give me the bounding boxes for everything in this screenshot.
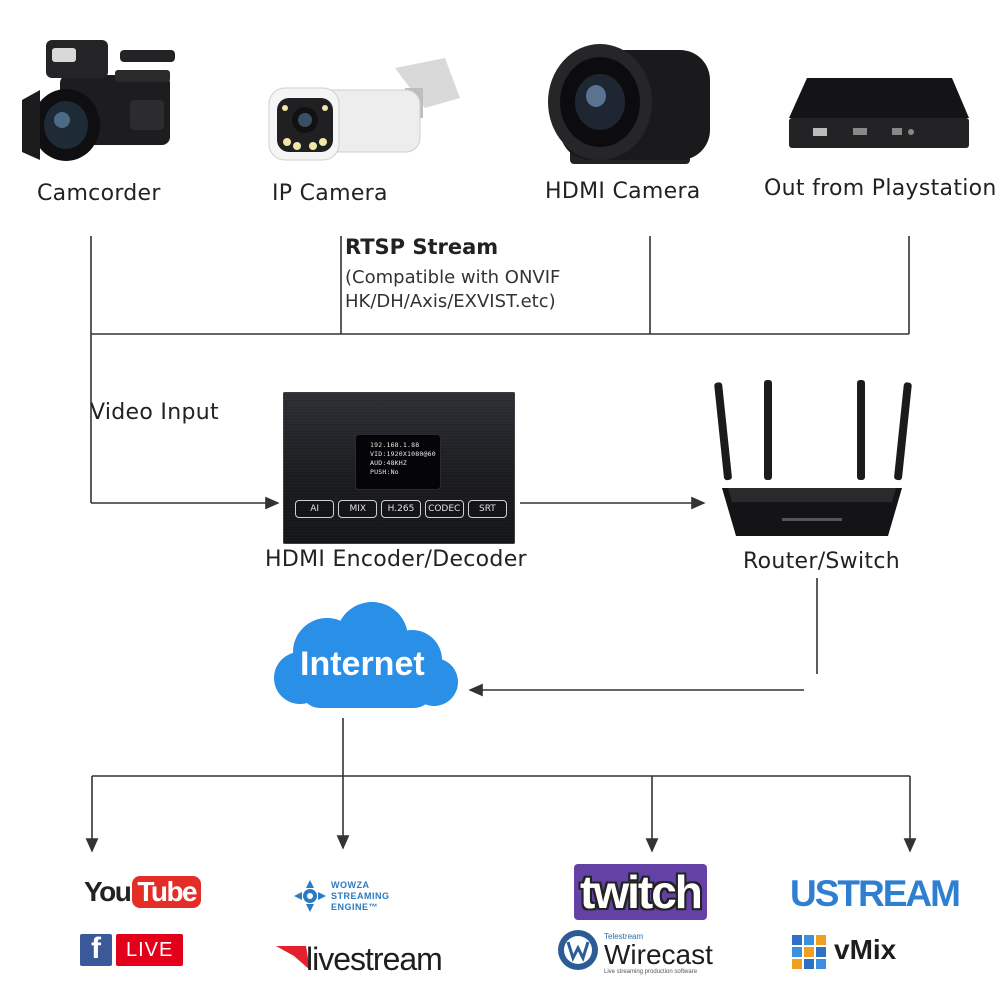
vmix-logo: vMix (834, 934, 897, 965)
wirecast-icon (558, 930, 598, 970)
youtube-tube-text: Tube (132, 876, 202, 908)
encoder-label: HDMI Encoder/Decoder (265, 547, 527, 572)
ip-camera-icon (268, 58, 460, 161)
wowza-line1: WOWZA (331, 880, 370, 890)
wowza-icon (294, 880, 326, 912)
rtsp-compatibility-line1: (Compatible with ONVIF (345, 267, 561, 288)
encoder-h265-button: H.265 (381, 500, 421, 518)
twitch-text: twitch (580, 866, 703, 918)
internet-label: Internet (300, 645, 425, 683)
hdmi-camera-icon (548, 44, 710, 164)
playstation-label: Out from Playstation (764, 176, 997, 201)
wirecast-brand: Telestream (604, 932, 644, 941)
wowza-line2: STREAMING (331, 891, 390, 901)
router-label: Router/Switch (743, 549, 900, 574)
encoder-codec-button: CODEC (424, 500, 464, 518)
router-icon (714, 380, 912, 536)
camcorder-label: Camcorder (37, 181, 161, 206)
video-input-label: Video Input (90, 400, 219, 425)
hdmi-camera-label: HDMI Camera (545, 179, 701, 204)
ustream-logo: USTREAM (790, 873, 961, 914)
youtube-you-text: You (84, 876, 132, 907)
livestream-logo: livestream (306, 941, 443, 977)
vmix-grid-icon (792, 935, 826, 969)
playstation-box-icon (789, 78, 969, 148)
encoder-oled-screen: 192.168.1.88 VID:1920X1080@60 AUD:48KHZ … (355, 434, 441, 490)
facebook-live-logo: f LIVE (80, 934, 184, 966)
rtsp-title: RTSP Stream (345, 235, 499, 259)
oled-video-line: VID:1920X1080@60 (370, 450, 436, 458)
oled-ip-line: 192.168.1.88 (370, 441, 420, 449)
livestream-icon (276, 946, 310, 970)
encoder-mix-button: MIX (338, 500, 378, 518)
encoder-button-row: AI MIX H.265 CODEC SRT (295, 500, 508, 518)
oled-audio-line: AUD:48KHZ (370, 459, 408, 467)
encoder-srt-button: SRT (467, 500, 508, 518)
wowza-line3: ENGINE™ (331, 902, 379, 912)
facebook-live-badge: LIVE (116, 934, 184, 966)
oled-push-line: PUSH:No (370, 468, 399, 476)
wirecast-tagline: Live streaming production software (604, 969, 698, 975)
facebook-f-icon: f (80, 934, 112, 966)
rtsp-compatibility-line2: HK/DH/Axis/EXVIST.etc) (345, 291, 556, 312)
encoder-ai-button: AI (295, 500, 335, 518)
wirecast-logo-text: Telestream Wirecast Live streaming produ… (604, 932, 713, 975)
ip-camera-label: IP Camera (272, 181, 388, 206)
twitch-logo: twitch (574, 864, 707, 920)
camcorder-icon (22, 40, 175, 161)
internet-cloud-icon (274, 602, 458, 708)
hdmi-encoder-device: 192.168.1.88 VID:1920X1080@60 AUD:48KHZ … (283, 392, 515, 544)
wirecast-name: Wirecast (604, 939, 713, 970)
wowza-logo-text: WOWZA STREAMING ENGINE™ (331, 880, 390, 913)
